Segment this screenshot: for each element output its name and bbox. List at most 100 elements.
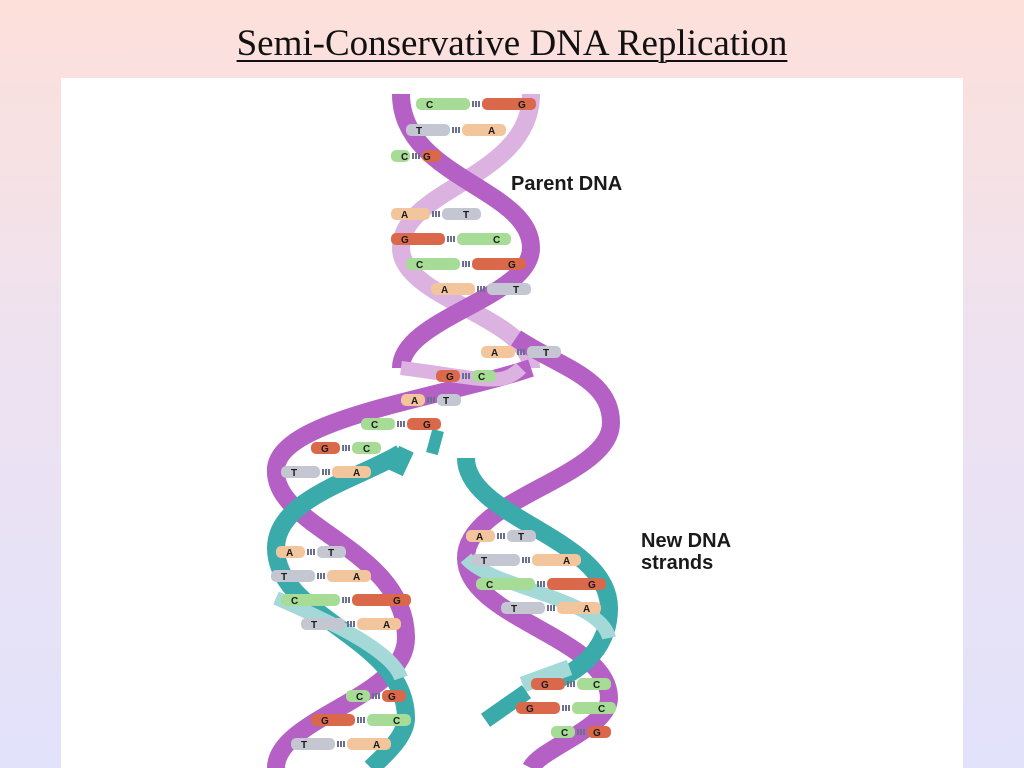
fork-hbond-5-2: [328, 469, 330, 475]
right-daughter-hbond-3-0: [547, 605, 549, 611]
right-daughter-base-letter-3-r: A: [583, 604, 590, 615]
parent-base-letter-0-r: G: [518, 100, 526, 111]
fork-base-1-r: [472, 370, 496, 382]
right-daughter-hbond-2-2: [543, 581, 545, 587]
left-daughter-base-5-r: [367, 714, 411, 726]
parent-base-letter-4-r: C: [493, 235, 500, 246]
right-daughter-hbond-0-0: [497, 533, 499, 539]
left-daughter-base-letter-5-l: G: [321, 716, 329, 727]
right-daughter-base-letter-4-l: G: [541, 680, 549, 691]
right-daughter-base-2-l: [476, 578, 535, 590]
left-daughter-base-letter-2-l: C: [291, 596, 298, 607]
right-daughter-hbond-0-2: [503, 533, 505, 539]
parent-hbond-3-0: [432, 211, 434, 217]
right-daughter-base-4-l: [531, 678, 565, 690]
left-daughter-hbond-5-2: [363, 717, 365, 723]
parent-strand-back: [391, 93, 540, 370]
left-daughter-hbond-4-2: [378, 693, 380, 699]
fork-base-letter-4-l: G: [321, 444, 329, 455]
parent-hbond-4-2: [453, 236, 455, 242]
left-daughter-hbond-0-2: [313, 549, 315, 555]
right-daughter-base-letter-6-l: C: [561, 728, 568, 739]
right-daughter-base-letter-0-l: A: [476, 532, 483, 543]
right-new-strand-light: [460, 552, 616, 641]
parent-dna-label: Parent DNA: [511, 173, 623, 195]
left-new-fragment-2: [426, 428, 444, 456]
parent-hbond-2-0: [412, 153, 414, 159]
left-daughter-base-3-r: [357, 618, 401, 630]
left-daughter-hbond-1-0: [317, 573, 319, 579]
left-daughter-base-letter-1-l: T: [281, 572, 287, 583]
left-daughter-base-letter-6-l: T: [301, 740, 307, 751]
parent-base-6-l: [431, 283, 475, 295]
parent-hbond-1-0: [452, 127, 454, 133]
right-daughter-base-letter-3-l: T: [511, 604, 517, 615]
left-daughter-hbond-4-1: [375, 693, 377, 699]
right-daughter-hbond-6-1: [580, 729, 582, 735]
left-new-fragment: [388, 445, 414, 477]
parent-base-4-r: [457, 233, 511, 245]
parent-hbond-6-1: [480, 286, 482, 292]
right-daughter-hbond-4-0: [567, 681, 569, 687]
right-daughter-base-6-r: [587, 726, 611, 738]
left-daughter-base-letter-3-r: A: [383, 620, 390, 631]
left-parent-strand: [266, 359, 534, 768]
fork-hbond-5-1: [325, 469, 327, 475]
parent-base-letter-3-r: T: [463, 210, 469, 221]
fork-hbond-0-0: [517, 349, 519, 355]
left-daughter-base-letter-2-r: G: [393, 596, 401, 607]
parent-base-5-r: [472, 258, 526, 270]
new-dna-label-line1: New DNA: [641, 530, 732, 552]
left-daughter-hbond-0-0: [307, 549, 309, 555]
parent-hbond-5-0: [462, 261, 464, 267]
parent-hbond-1-1: [455, 127, 457, 133]
right-daughter-hbond-1-1: [525, 557, 527, 563]
parent-base-4-l: [391, 233, 445, 245]
parent-base-0-r: [482, 98, 536, 110]
fork-hbond-0-2: [523, 349, 525, 355]
right-daughter-base-letter-1-l: T: [481, 556, 487, 567]
left-daughter-base-letter-4-r: G: [388, 692, 396, 703]
fork-base-letter-0-l: A: [491, 348, 498, 359]
left-daughter-base-6-l: [291, 738, 335, 750]
left-daughter-hbond-3-2: [353, 621, 355, 627]
parent-hbond-2-1: [415, 153, 417, 159]
left-daughter-base-0-r: [317, 546, 346, 558]
left-daughter-base-4-l: [346, 690, 370, 702]
parent-base-3-l: [391, 208, 430, 220]
right-daughter-hbond-5-2: [568, 705, 570, 711]
parent-base-letter-3-l: A: [401, 210, 408, 221]
parent-base-letter-0-l: C: [426, 100, 433, 111]
parent-hbond-4-0: [447, 236, 449, 242]
parent-base-letter-6-r: T: [513, 285, 519, 296]
right-daughter-base-0-l: [466, 530, 495, 542]
parent-base-letter-5-r: G: [508, 260, 516, 271]
parent-base-3-r: [442, 208, 481, 220]
parent-base-2-r: [422, 150, 441, 162]
left-daughter-hbond-3-0: [347, 621, 349, 627]
right-daughter-base-letter-6-r: G: [593, 728, 601, 739]
fork-base-5-r: [332, 466, 371, 478]
fork-base-4-l: [311, 442, 340, 454]
right-daughter-base-5-r: [572, 702, 616, 714]
right-daughter-base-letter-2-l: C: [486, 580, 493, 591]
slide-title: Semi-Conservative DNA Replication: [236, 23, 788, 64]
right-daughter-base-3-l: [501, 602, 545, 614]
parent-hbond-0-2: [478, 101, 480, 107]
fork-hbond-0-1: [520, 349, 522, 355]
left-daughter-base-letter-6-r: A: [373, 740, 380, 751]
